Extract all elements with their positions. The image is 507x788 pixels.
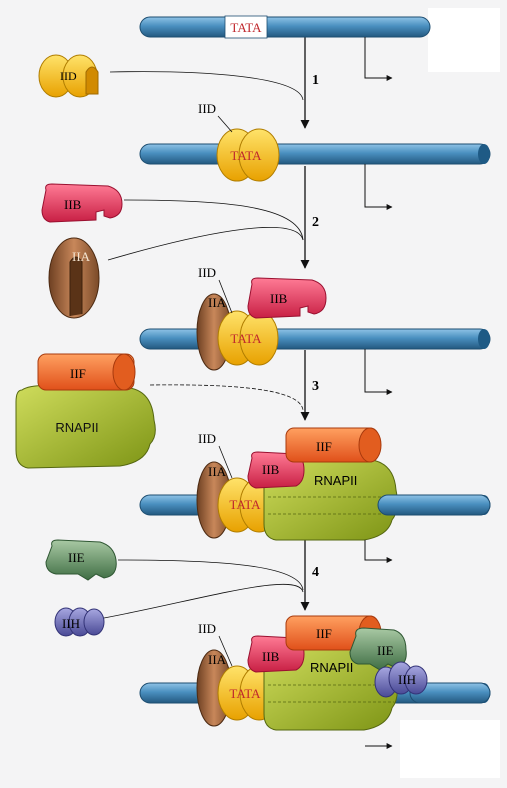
dna-exit-5 [409,682,491,704]
iib-bound-label-3: IIB [270,291,288,306]
step-4-label: 4 [312,565,319,580]
iib-bound-label-5: IIB [262,649,280,664]
iia-bound-label-3: IIA [208,295,227,310]
iid-callout-3: IID [198,265,216,280]
tata-box-label: TATA [230,20,262,35]
transcription-start-arrow-1 [364,37,393,81]
iid-callout-line-4 [218,445,233,479]
iia-bound-label-4: IIA [208,464,227,479]
iib-bound-3: IIB [247,277,327,319]
iid-free-label: IID [60,69,77,83]
tata-box-label: TATA [230,148,262,163]
iih-bound-5: IIH [374,661,428,698]
iid-callout-line-5 [218,635,233,667]
iid-callout-4: IID [198,431,216,446]
iid-callout-1: IID [198,101,216,116]
iif-bound-label-4: IIF [316,439,332,454]
iif-free-label: IIF [70,366,86,381]
iid-bound-3: TATA [217,310,279,366]
corner-box-bottom [400,720,500,778]
transcription-start-arrow-4 [364,540,393,563]
iih-bound-label-5: IIH [398,672,416,687]
iib-binding-line [123,199,304,241]
tata-box-label: TATA [229,686,261,701]
corner-box-top [428,8,500,72]
transcription-start-arrow-3 [364,349,393,395]
dna-strand-1: TATA [139,15,431,39]
transcription-start-arrow-2 [364,164,393,210]
iid-binding-line [109,71,304,101]
iib-free-protein: IIB [41,183,123,223]
iid-callout-5: IID [198,621,216,636]
iid-callout-line-1 [217,115,233,133]
iib-free-label: IIB [64,197,82,212]
iie-free-label: IIE [68,550,85,565]
iia-free-label: IIA [72,249,91,264]
rnapii-bound-label-4: RNAPII [314,473,357,488]
rnapii-free-protein: RNAPII [15,385,156,469]
rnapii-bound-label-5: RNAPII [310,660,353,675]
iid-free-protein: IID [38,54,99,98]
step-2-label: 2 [312,215,319,230]
iie-bound-label-5: IIE [377,643,394,658]
iid-callout-line-3 [218,279,233,314]
tata-box-label: TATA [230,331,262,346]
step-1-label: 1 [312,73,319,88]
iid-bound-1: TATA [216,128,280,182]
iia-bound-label-5: IIA [208,652,227,667]
iif-bound-label-5: IIF [316,626,332,641]
iia-free-protein: IIA [48,237,100,319]
iih-binding-line [103,583,304,619]
iif-bound-4: IIF [285,427,382,463]
iih-free-protein: IIH [54,607,105,637]
step-3-label: 3 [312,379,319,394]
iie-binding-line [117,559,304,591]
dna-strand-3 [139,328,491,350]
rnapii-free-label: RNAPII [55,420,98,435]
iib-bound-label-4: IIB [262,462,280,477]
iie-bound-5: IIE [349,627,407,671]
dna-strand-2 [139,143,491,165]
rnapii-binding-line [149,384,304,411]
tata-box-label: TATA [229,497,261,512]
iih-free-label: IIH [62,616,80,631]
iie-free-protein: IIE [45,539,117,581]
iif-free-protein: IIF [37,353,136,391]
iia-binding-line [107,227,304,261]
dna-exit-4 [377,494,491,516]
